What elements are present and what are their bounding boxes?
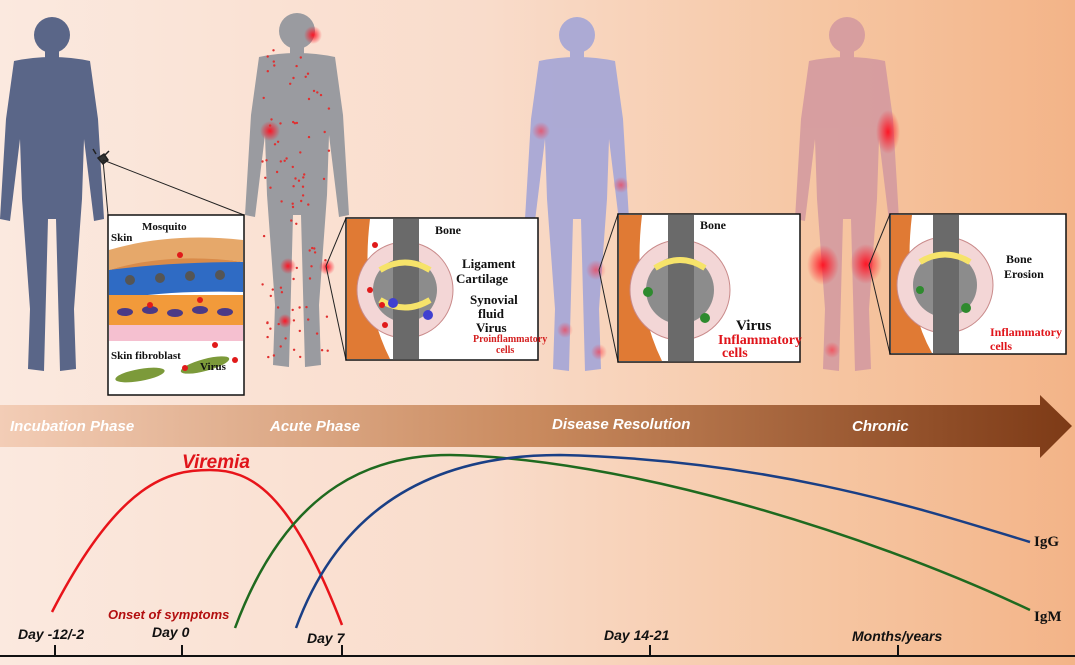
phase-label-incubation: Incubation Phase — [10, 418, 135, 435]
inset-joint-acute — [345, 217, 539, 361]
day-label-months: Months/years — [852, 628, 943, 644]
phase-label-resolution: Disease Resolution — [552, 416, 691, 433]
inset3-inflammatory-label: Inflammatory — [718, 333, 802, 348]
inset1-mosquito-label: Mosquito — [142, 221, 187, 233]
day-label-start: Day -12/-2 — [18, 626, 85, 642]
human-figure-incubation — [0, 17, 110, 371]
inset4-cells-label: cells — [990, 339, 1012, 353]
phase-arrow — [0, 395, 1072, 458]
inset4-inflammatory-label: Inflammatory — [990, 325, 1062, 339]
inset3-bone-label: Bone — [700, 218, 727, 232]
day-label-14-21: Day 14-21 — [604, 627, 670, 643]
axis-ticks — [54, 645, 899, 656]
inset-skin — [107, 214, 245, 396]
inset1-virus-label: Virus — [200, 361, 226, 373]
onset-label: Onset of symptoms — [108, 607, 230, 622]
inset2-virus-label: Virus — [476, 320, 507, 335]
inset3-virus-label: Virus — [736, 318, 772, 334]
inset1-fibroblast-label: Skin fibroblast — [111, 350, 181, 362]
day-label-seven: Day 7 — [307, 630, 345, 646]
inset2-ligament-label: Ligament — [462, 256, 516, 271]
inset4-erosion-label: Erosion — [1004, 267, 1044, 281]
viremia-label: Viremia — [182, 452, 250, 473]
inset2-proinflammatory-label: Proinflammatory — [473, 334, 548, 345]
inset3-cells-label: cells — [722, 346, 748, 361]
igm-label: IgM — [1034, 609, 1062, 625]
viremia-curve — [50, 468, 344, 626]
inset2-cells-label: cells — [496, 345, 515, 356]
inset4-bone-label: Bone — [1006, 252, 1033, 266]
inset2-bone-label: Bone — [435, 223, 462, 237]
inset-joint-resolution — [617, 213, 801, 363]
human-figure-acute — [245, 13, 349, 367]
igg-curve — [294, 453, 1031, 629]
day-label-zero: Day 0 — [152, 624, 190, 640]
igg-label: IgG — [1034, 534, 1060, 550]
human-figure-resolution — [525, 17, 629, 371]
igm-curve — [233, 453, 1031, 629]
inset1-skin-label: Skin — [111, 232, 133, 244]
inset2-fluid-label: fluid — [478, 306, 505, 321]
human-figure-chronic — [795, 17, 900, 371]
phase-label-acute: Acute Phase — [270, 418, 361, 435]
inset2-cartilage-label: Cartilage — [456, 271, 508, 286]
phase-label-chronic: Chronic — [852, 418, 909, 435]
inset-joint-chronic — [889, 213, 1067, 355]
inset2-synovial-label: Synovial — [470, 292, 518, 307]
inset-connectors — [102, 159, 891, 363]
